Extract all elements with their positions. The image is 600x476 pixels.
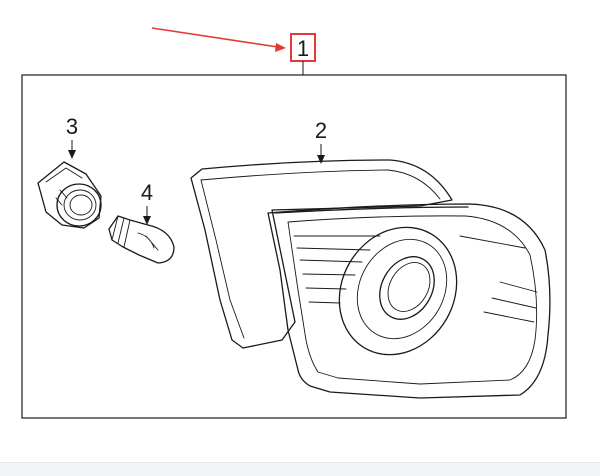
leader-arrow-3: [68, 140, 76, 159]
callout-2-label[interactable]: 2: [315, 118, 327, 143]
socket-part[interactable]: [37, 161, 102, 229]
callout-1[interactable]: 1: [290, 33, 316, 62]
leader-arrow-2: [317, 144, 325, 164]
assembly-frame: [21, 74, 567, 419]
leader-arrow-4: [143, 206, 151, 225]
highlight-arrow: [151, 27, 286, 52]
callout-3-label[interactable]: 3: [66, 114, 78, 139]
back-housing-part[interactable]: [190, 159, 453, 349]
callout-4-label[interactable]: 4: [141, 180, 153, 205]
bulb-part[interactable]: [108, 215, 175, 264]
bottom-toolbar-strip: [0, 462, 600, 476]
front-lens-part[interactable]: [267, 203, 551, 399]
callout-1-label: 1: [297, 36, 309, 61]
